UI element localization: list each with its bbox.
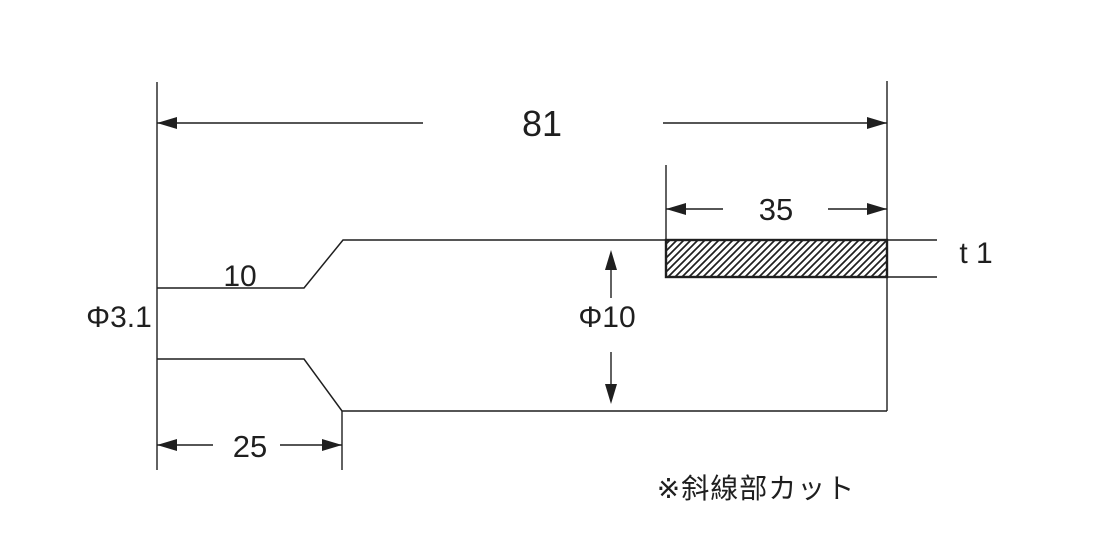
arrow-up-icon [605,250,617,270]
part-top-profile-line [157,239,937,289]
hatch-cut-area [664,238,889,279]
hatched-region [664,238,889,279]
dim-body-diameter: Φ10 [578,250,636,404]
dim-overall-length: 81 [157,103,887,144]
dim-hatched-length: 35 [666,192,887,227]
dim-81-label: 81 [522,103,562,144]
arrow-down-icon [605,384,617,404]
arrow-left-icon [157,439,177,451]
dim-35-label: 35 [759,192,793,227]
thickness-label: t 1 [959,237,992,270]
arrow-right-icon [322,439,342,451]
hatch-note-label: ※斜線部カット [657,473,855,504]
dim-phi31-label: Φ3.1 [86,301,152,334]
arrow-right-icon [867,117,887,129]
arrow-left-icon [666,203,686,215]
dim-phi10-label: Φ10 [578,301,635,334]
arrow-left-icon [157,117,177,129]
dim-10-label: 10 [223,260,256,293]
part-bottom-profile-line [157,358,887,412]
dim-base-length: 25 [157,429,342,464]
dim-25-label: 25 [233,429,267,464]
part-outline [157,239,937,412]
arrow-right-icon [867,203,887,215]
